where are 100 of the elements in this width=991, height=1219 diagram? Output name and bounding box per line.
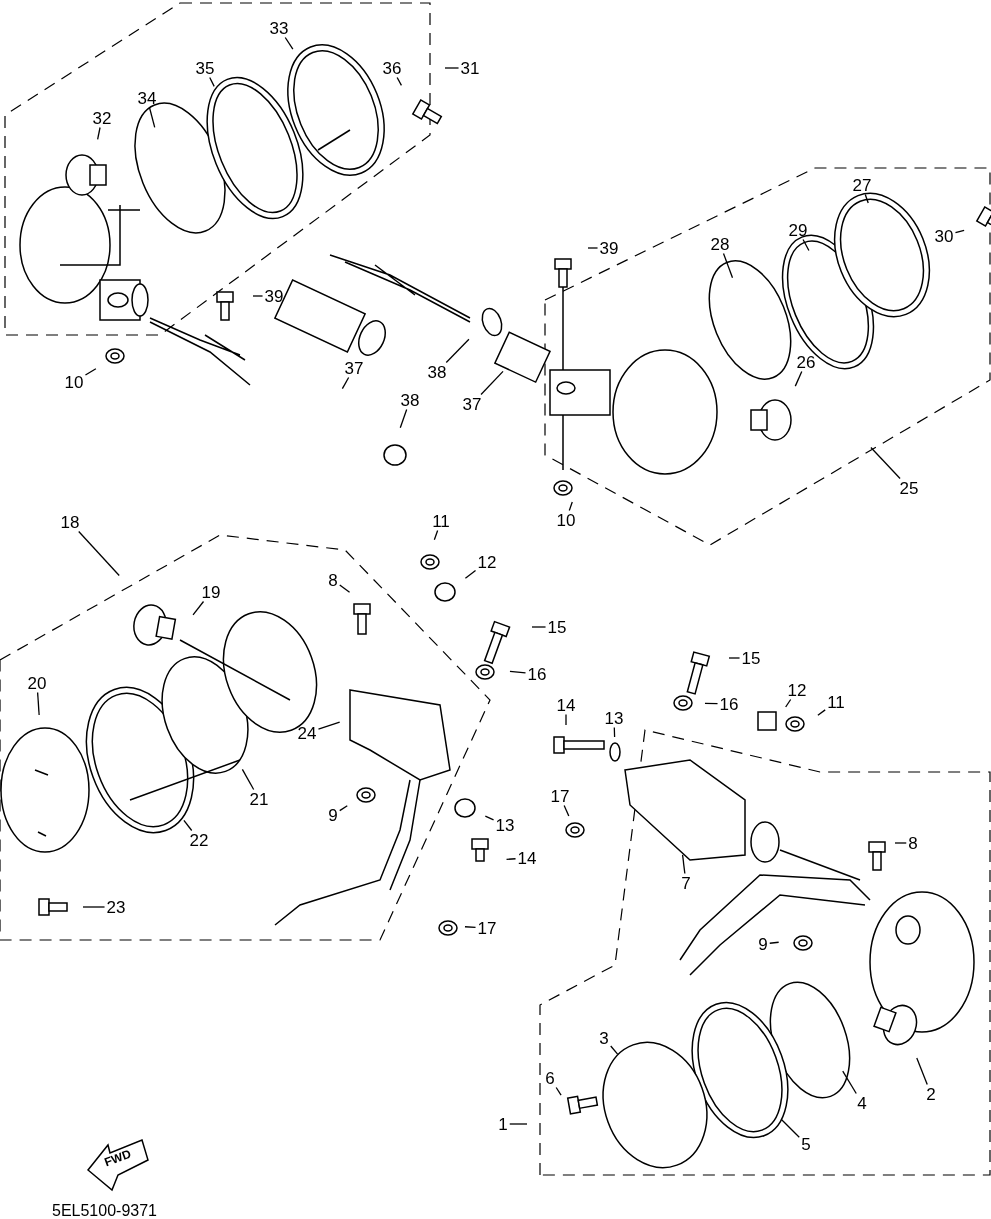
callout-number: 6 bbox=[544, 1069, 556, 1087]
callout-number: 1 bbox=[497, 1115, 509, 1133]
leader-line bbox=[396, 76, 403, 87]
callout-number: 38 bbox=[426, 363, 448, 381]
leader-line bbox=[183, 819, 193, 832]
callout-number: 9 bbox=[757, 935, 769, 953]
leader-line bbox=[399, 408, 408, 429]
callout-number: 3 bbox=[598, 1029, 610, 1047]
leader-line bbox=[505, 858, 517, 860]
leader-line bbox=[284, 36, 294, 50]
callout-number: 5 bbox=[800, 1135, 812, 1153]
callout-number: 13 bbox=[603, 709, 625, 727]
callout-number: 16 bbox=[718, 695, 740, 713]
part-number: 5EL5100-9371 bbox=[52, 1202, 157, 1219]
leader-line bbox=[817, 709, 826, 716]
leader-line bbox=[339, 584, 351, 593]
callout-number: 9 bbox=[327, 806, 339, 824]
callout-number: 8 bbox=[907, 834, 919, 852]
callout-number: 12 bbox=[786, 681, 808, 699]
callout-number: 34 bbox=[136, 89, 158, 107]
leader-line bbox=[864, 193, 869, 204]
callout-number: 35 bbox=[194, 59, 216, 77]
callout-number: 39 bbox=[263, 287, 285, 305]
leader-line bbox=[509, 1123, 528, 1125]
leader-line bbox=[954, 229, 965, 234]
leader-line bbox=[842, 1070, 857, 1095]
leader-line bbox=[681, 854, 686, 875]
callout-number: 37 bbox=[461, 395, 483, 413]
leader-line bbox=[531, 626, 547, 628]
leader-line bbox=[317, 721, 341, 730]
callout-number: 4 bbox=[856, 1094, 868, 1112]
leader-line bbox=[565, 713, 567, 726]
leader-line bbox=[794, 370, 803, 387]
callout-number: 14 bbox=[555, 696, 577, 714]
leader-line bbox=[728, 657, 741, 659]
callout-number: 36 bbox=[381, 59, 403, 77]
leader-line bbox=[192, 600, 205, 616]
callout-number: 10 bbox=[63, 373, 85, 391]
leader-line bbox=[433, 529, 439, 541]
leader-line bbox=[785, 698, 792, 708]
callout-number: 20 bbox=[26, 674, 48, 692]
callout-number: 11 bbox=[431, 512, 451, 530]
callout-number: 30 bbox=[933, 227, 955, 245]
callout-number: 37 bbox=[343, 359, 365, 377]
callout-number: 28 bbox=[709, 235, 731, 253]
leader-line bbox=[780, 1118, 800, 1138]
leader-line bbox=[464, 926, 477, 928]
leader-line bbox=[209, 76, 215, 88]
leader-line bbox=[610, 1045, 619, 1055]
callout-number: 39 bbox=[598, 239, 620, 257]
callout-number: 19 bbox=[200, 583, 222, 601]
leader-line bbox=[563, 804, 570, 817]
callout-number: 15 bbox=[546, 618, 568, 636]
callout-number: 14 bbox=[516, 849, 538, 867]
leader-line bbox=[587, 247, 599, 249]
leader-line bbox=[704, 702, 719, 705]
leader-line bbox=[802, 238, 810, 252]
leader-line bbox=[82, 906, 106, 908]
leader-line bbox=[916, 1057, 928, 1086]
callout-number: 2 bbox=[925, 1085, 937, 1103]
leader-line bbox=[148, 106, 156, 129]
leader-line bbox=[555, 1086, 562, 1096]
callout-number: 26 bbox=[795, 353, 817, 371]
callout-number: 31 bbox=[459, 59, 481, 77]
leader-line bbox=[252, 295, 264, 297]
callout-number: 33 bbox=[268, 19, 290, 37]
callout-number: 17 bbox=[476, 919, 498, 937]
callout-number: 25 bbox=[898, 479, 920, 497]
callout-number: 18 bbox=[59, 513, 81, 531]
leader-line bbox=[484, 815, 495, 821]
callout-number: 8 bbox=[327, 571, 339, 589]
leader-line bbox=[894, 842, 907, 844]
callout-number: 24 bbox=[296, 724, 318, 742]
leader-line bbox=[480, 370, 504, 396]
callout-number: 23 bbox=[105, 898, 127, 916]
callout-number: 15 bbox=[740, 649, 762, 667]
leader-line bbox=[37, 691, 40, 716]
leader-line bbox=[84, 368, 97, 376]
callout-number: 32 bbox=[91, 109, 113, 127]
callout-number: 13 bbox=[494, 816, 516, 834]
leader-line bbox=[464, 569, 477, 579]
leader-line bbox=[241, 768, 255, 791]
leader-line bbox=[96, 126, 101, 140]
leader-line bbox=[78, 530, 120, 577]
leader-line bbox=[870, 446, 901, 480]
leader-line bbox=[509, 670, 527, 674]
callout-number: 27 bbox=[851, 176, 873, 194]
leader-line bbox=[769, 941, 780, 944]
leader-line bbox=[613, 726, 616, 738]
callout-number: 11 bbox=[826, 693, 846, 711]
leader-line bbox=[339, 805, 348, 812]
leader-line bbox=[445, 338, 470, 364]
callout-number: 22 bbox=[188, 831, 210, 849]
leader-line bbox=[568, 501, 573, 512]
callout-number: 7 bbox=[680, 874, 692, 892]
callout-number: 17 bbox=[549, 787, 571, 805]
callout-number: 16 bbox=[526, 665, 548, 683]
callout-number: 12 bbox=[476, 553, 498, 571]
leader-line bbox=[341, 376, 350, 390]
fwd-arrow-label: FWD bbox=[102, 1146, 133, 1170]
